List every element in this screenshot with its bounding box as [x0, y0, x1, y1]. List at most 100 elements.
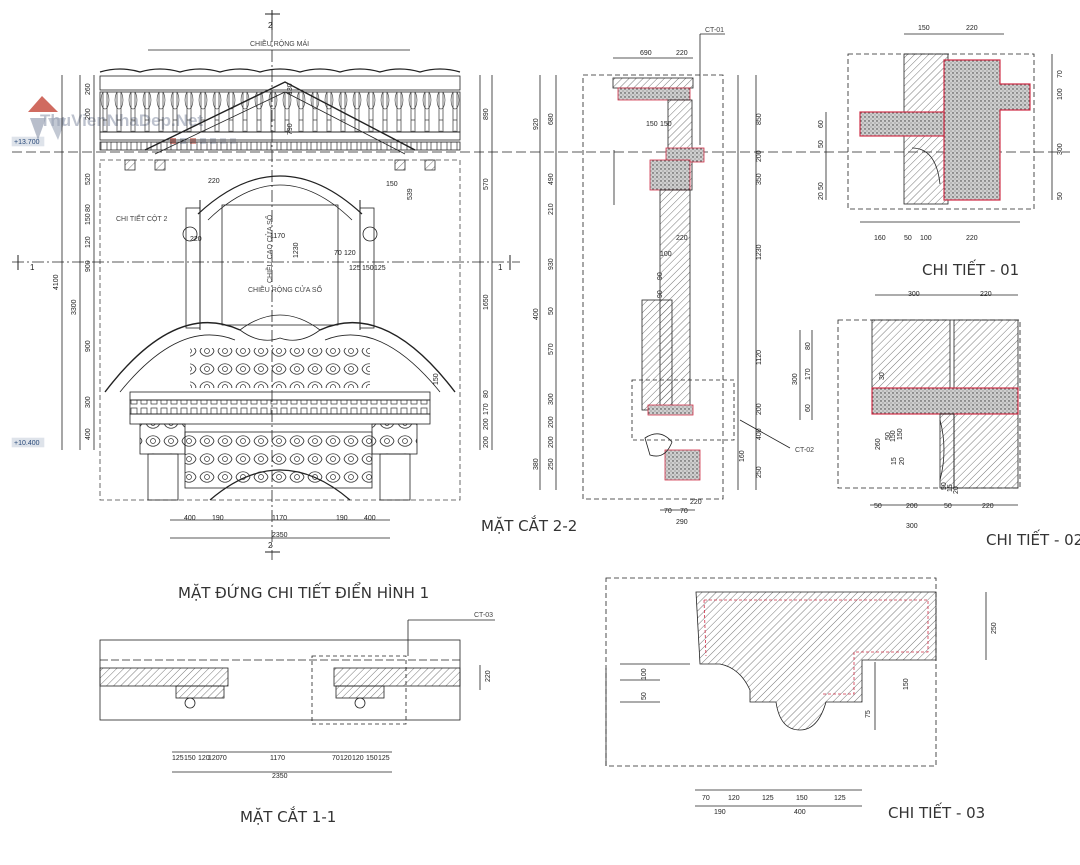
- svg-text:120: 120: [344, 250, 356, 257]
- svg-text:850: 850: [756, 113, 763, 125]
- svg-text:400: 400: [184, 515, 196, 522]
- svg-text:+10.400: +10.400: [14, 440, 40, 447]
- level-marker-top: +13.700: [11, 136, 45, 147]
- svg-text:100: 100: [641, 668, 648, 680]
- svg-text:1170: 1170: [270, 755, 285, 762]
- svg-text:200: 200: [483, 436, 490, 448]
- svg-text:150: 150: [918, 25, 930, 32]
- svg-text:120: 120: [728, 795, 740, 802]
- svg-text:570: 570: [548, 343, 555, 355]
- window-height-label: CHIỀU CAO CỬA SỔ: [264, 214, 274, 283]
- svg-text:300: 300: [792, 373, 799, 385]
- svg-text:120: 120: [208, 755, 220, 762]
- detail-02-drawing: [799, 294, 1021, 506]
- svg-text:50: 50: [904, 235, 912, 242]
- detail-03-drawing: [605, 577, 987, 807]
- section-22-dimensions: 690 220 920 680 490 210 930 50 570 300 2…: [533, 50, 763, 526]
- svg-text:220: 220: [190, 236, 202, 243]
- svg-text:120: 120: [352, 755, 364, 762]
- detail-01-title: CHI TIẾT - 01: [922, 258, 1019, 279]
- svg-text:300: 300: [548, 393, 555, 405]
- svg-text:250: 250: [991, 622, 998, 634]
- svg-text:260: 260: [85, 83, 92, 95]
- svg-text:20: 20: [899, 457, 906, 465]
- svg-text:1: 1: [498, 263, 503, 272]
- svg-text:1120: 1120: [756, 350, 763, 365]
- svg-text:150: 150: [433, 373, 440, 385]
- svg-text:125: 125: [834, 795, 846, 802]
- svg-text:1170: 1170: [270, 233, 285, 240]
- svg-text:30: 30: [879, 372, 886, 380]
- svg-text:60: 60: [818, 120, 825, 128]
- svg-text:220: 220: [676, 235, 688, 242]
- svg-text:130: 130: [287, 83, 294, 95]
- svg-text:200: 200: [85, 108, 92, 120]
- svg-text:+13.700: +13.700: [14, 139, 40, 146]
- svg-text:260: 260: [875, 438, 882, 450]
- svg-text:900: 900: [85, 260, 92, 272]
- svg-text:15: 15: [947, 484, 954, 492]
- cut-marker-1-right: 1: [498, 255, 511, 272]
- svg-text:400: 400: [364, 515, 376, 522]
- svg-text:100: 100: [1057, 88, 1064, 100]
- svg-text:220: 220: [676, 50, 688, 57]
- svg-text:190: 190: [336, 515, 348, 522]
- svg-text:80: 80: [85, 204, 92, 212]
- section-22-drawing: [539, 33, 791, 511]
- svg-text:1650: 1650: [483, 294, 490, 310]
- ct01-callout: CT-01: [705, 27, 724, 34]
- svg-text:200: 200: [548, 436, 555, 448]
- svg-text:220: 220: [982, 503, 994, 510]
- svg-text:80: 80: [483, 390, 490, 398]
- svg-text:120: 120: [340, 755, 352, 762]
- svg-text:70: 70: [334, 250, 342, 257]
- section-11-drawing: [99, 619, 495, 773]
- cut-marker-1-left: 1: [17, 255, 35, 272]
- svg-text:570: 570: [483, 178, 490, 190]
- ct03-callout: CT-03: [474, 612, 493, 619]
- svg-text:930: 930: [548, 258, 555, 270]
- svg-text:125: 125: [172, 755, 184, 762]
- svg-text:50: 50: [818, 140, 825, 148]
- svg-text:150: 150: [660, 121, 672, 128]
- svg-text:220: 220: [690, 499, 702, 506]
- svg-text:220: 220: [966, 235, 978, 242]
- level-marker-bottom: +10.400: [11, 437, 45, 448]
- svg-text:50: 50: [548, 307, 555, 315]
- svg-text:125: 125: [378, 755, 390, 762]
- svg-text:890: 890: [483, 108, 490, 120]
- svg-text:70: 70: [1057, 70, 1064, 78]
- elevation-drawing: [12, 10, 1070, 560]
- svg-text:150: 150: [386, 181, 398, 188]
- detail-01-drawing: [825, 33, 1053, 223]
- svg-text:300: 300: [1057, 143, 1064, 155]
- svg-text:400: 400: [756, 428, 763, 440]
- roof-width-label: CHIỀU RỘNG MÁI: [250, 38, 309, 48]
- column-detail-label: CHI TIẾT CỘT 2: [116, 213, 167, 223]
- svg-text:125: 125: [374, 265, 386, 272]
- svg-text:300: 300: [908, 291, 920, 298]
- detail-02-dimensions: 300 220 300 80 170 60 30 260 50 15 20 15…: [792, 291, 994, 530]
- svg-text:200: 200: [756, 403, 763, 415]
- svg-text:20: 20: [953, 486, 960, 494]
- svg-text:210: 210: [548, 203, 555, 215]
- svg-text:520: 520: [85, 173, 92, 185]
- cut-marker-2-top: 2: [265, 10, 280, 30]
- svg-text:539: 539: [407, 188, 414, 200]
- svg-text:290: 290: [676, 519, 688, 526]
- svg-text:150: 150: [903, 678, 910, 690]
- svg-text:15: 15: [891, 457, 898, 465]
- svg-text:1230: 1230: [293, 242, 300, 258]
- svg-text:125: 125: [762, 795, 774, 802]
- svg-text:150: 150: [362, 265, 374, 272]
- svg-text:690: 690: [640, 50, 652, 57]
- cut-marker-2-bottom: 2: [265, 541, 280, 553]
- svg-text:190: 190: [714, 809, 726, 816]
- svg-text:920: 920: [533, 118, 540, 130]
- svg-text:200: 200: [548, 416, 555, 428]
- svg-text:160: 160: [874, 235, 886, 242]
- svg-text:2: 2: [268, 541, 273, 550]
- svg-text:150: 150: [366, 755, 378, 762]
- svg-text:50: 50: [885, 432, 892, 440]
